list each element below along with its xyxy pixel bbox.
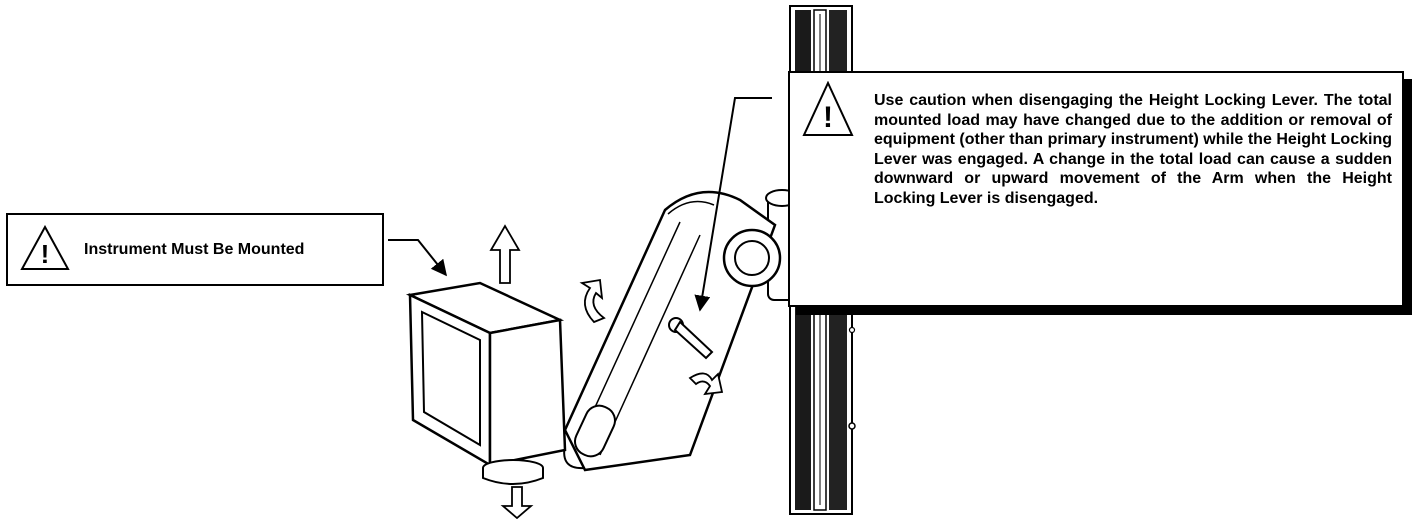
svg-text:!: ! bbox=[823, 101, 833, 134]
down-arrow-icon bbox=[500, 486, 534, 519]
curved-arrow-icon bbox=[688, 372, 724, 396]
curved-arrow-icon bbox=[579, 278, 606, 324]
height-locking-lever bbox=[668, 317, 714, 360]
mount-notice-callout: ! Instrument Must Be Mounted bbox=[6, 213, 384, 286]
warning-triangle-icon: ! bbox=[20, 225, 70, 270]
warning-triangle-icon: ! bbox=[802, 81, 854, 136]
instrument-box bbox=[405, 281, 567, 485]
mount-notice-text: Instrument Must Be Mounted bbox=[84, 241, 305, 258]
caution-callout: ! Use caution when disengaging the Heigh… bbox=[788, 71, 1404, 307]
caution-text: Use caution when disengaging the Height … bbox=[874, 92, 1392, 207]
svg-text:!: ! bbox=[41, 239, 50, 269]
up-arrow-icon bbox=[489, 224, 521, 284]
leader-line-mount bbox=[388, 239, 447, 277]
leader-line-lever bbox=[694, 97, 772, 312]
